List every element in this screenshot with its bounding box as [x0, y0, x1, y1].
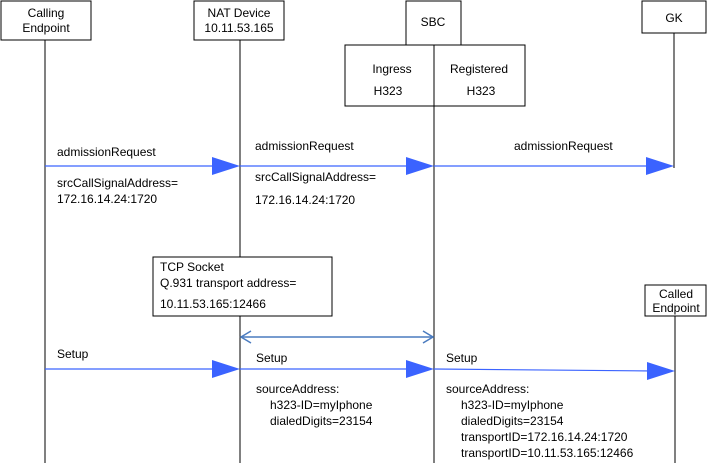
message-detail: transportID=10.11.53.165:12466 — [461, 446, 634, 460]
participant-sbc: SBC — [405, 0, 462, 46]
message-detail: srcCallSignalAddress= — [57, 176, 178, 190]
arrowhead-left — [239, 330, 252, 344]
message-label: Setup — [57, 347, 89, 361]
ingress-label-1: Ingress — [372, 62, 411, 76]
message-admission-request-3: admissionRequest — [434, 139, 674, 175]
message-setup-2: Setup sourceAddress: h323-ID=myIphone di… — [240, 351, 434, 428]
ingress-label-2: H323 — [374, 84, 403, 98]
message-admission-request-2: admissionRequest srcCallSignalAddress= 1… — [240, 139, 434, 207]
message-setup-1: Setup — [45, 347, 240, 378]
message-label: admissionRequest — [514, 139, 613, 153]
message-detail: sourceAddress: — [256, 382, 339, 396]
participant-ingress-registered: Ingress H323 Registered H323 — [344, 44, 526, 107]
message-detail: transportID=172.16.14.24:1720 — [461, 430, 628, 444]
tcp-socket-address: 10.11.53.165:12466 — [160, 297, 266, 311]
registered-label-1: Registered — [450, 62, 508, 76]
gk-label: GK — [665, 11, 682, 25]
arrowhead — [406, 360, 434, 378]
participant-called-endpoint: Called Endpoint — [644, 284, 707, 317]
arrowhead — [212, 157, 240, 175]
tcp-socket-note: TCP Socket Q.931 transport address= 10.1… — [152, 256, 333, 317]
message-setup-3: Setup sourceAddress: h323-ID=myIphone di… — [433, 351, 675, 460]
arrowhead — [647, 362, 675, 380]
tcp-socket-detail: Q.931 transport address= — [160, 276, 296, 290]
called-endpoint-label-2: Endpoint — [652, 301, 700, 315]
nat-device-label-1: NAT Device — [208, 6, 271, 20]
message-detail: 172.16.14.24:1720 — [57, 192, 157, 206]
calling-endpoint-label-1: Calling — [28, 6, 65, 20]
message-detail: dialedDigits=23154 — [270, 414, 373, 428]
message-label: admissionRequest — [255, 139, 354, 153]
message-detail: sourceAddress: — [446, 382, 529, 396]
message-detail: srcCallSignalAddress= — [255, 170, 376, 184]
registered-label-2: H323 — [467, 84, 496, 98]
message-detail: 172.16.14.24:1720 — [255, 193, 355, 207]
message-label: Setup — [256, 351, 288, 365]
calling-endpoint-label-2: Endpoint — [22, 21, 70, 35]
participant-gk: GK — [641, 0, 707, 34]
arrowhead — [406, 157, 434, 175]
participant-nat-device: NAT Device 10.11.53.165 — [193, 0, 285, 41]
tcp-connection-arrow — [239, 330, 435, 344]
nat-device-label-2: 10.11.53.165 — [204, 21, 274, 35]
arrowhead — [212, 360, 240, 378]
called-endpoint-label-1: Called — [659, 287, 693, 301]
message-detail: h323-ID=myIphone — [270, 398, 373, 412]
message-detail: h323-ID=myIphone — [461, 398, 564, 412]
message-label: Setup — [446, 351, 478, 365]
arrowhead — [646, 157, 674, 175]
sbc-label: SBC — [421, 15, 446, 29]
arrowhead-right — [422, 330, 435, 344]
message-detail: dialedDigits=23154 — [461, 414, 564, 428]
message-label: admissionRequest — [57, 145, 156, 159]
tcp-socket-title: TCP Socket — [160, 260, 224, 274]
participant-calling-endpoint: Calling Endpoint — [0, 0, 92, 41]
message-admission-request-1: admissionRequest srcCallSignalAddress= 1… — [45, 145, 240, 206]
